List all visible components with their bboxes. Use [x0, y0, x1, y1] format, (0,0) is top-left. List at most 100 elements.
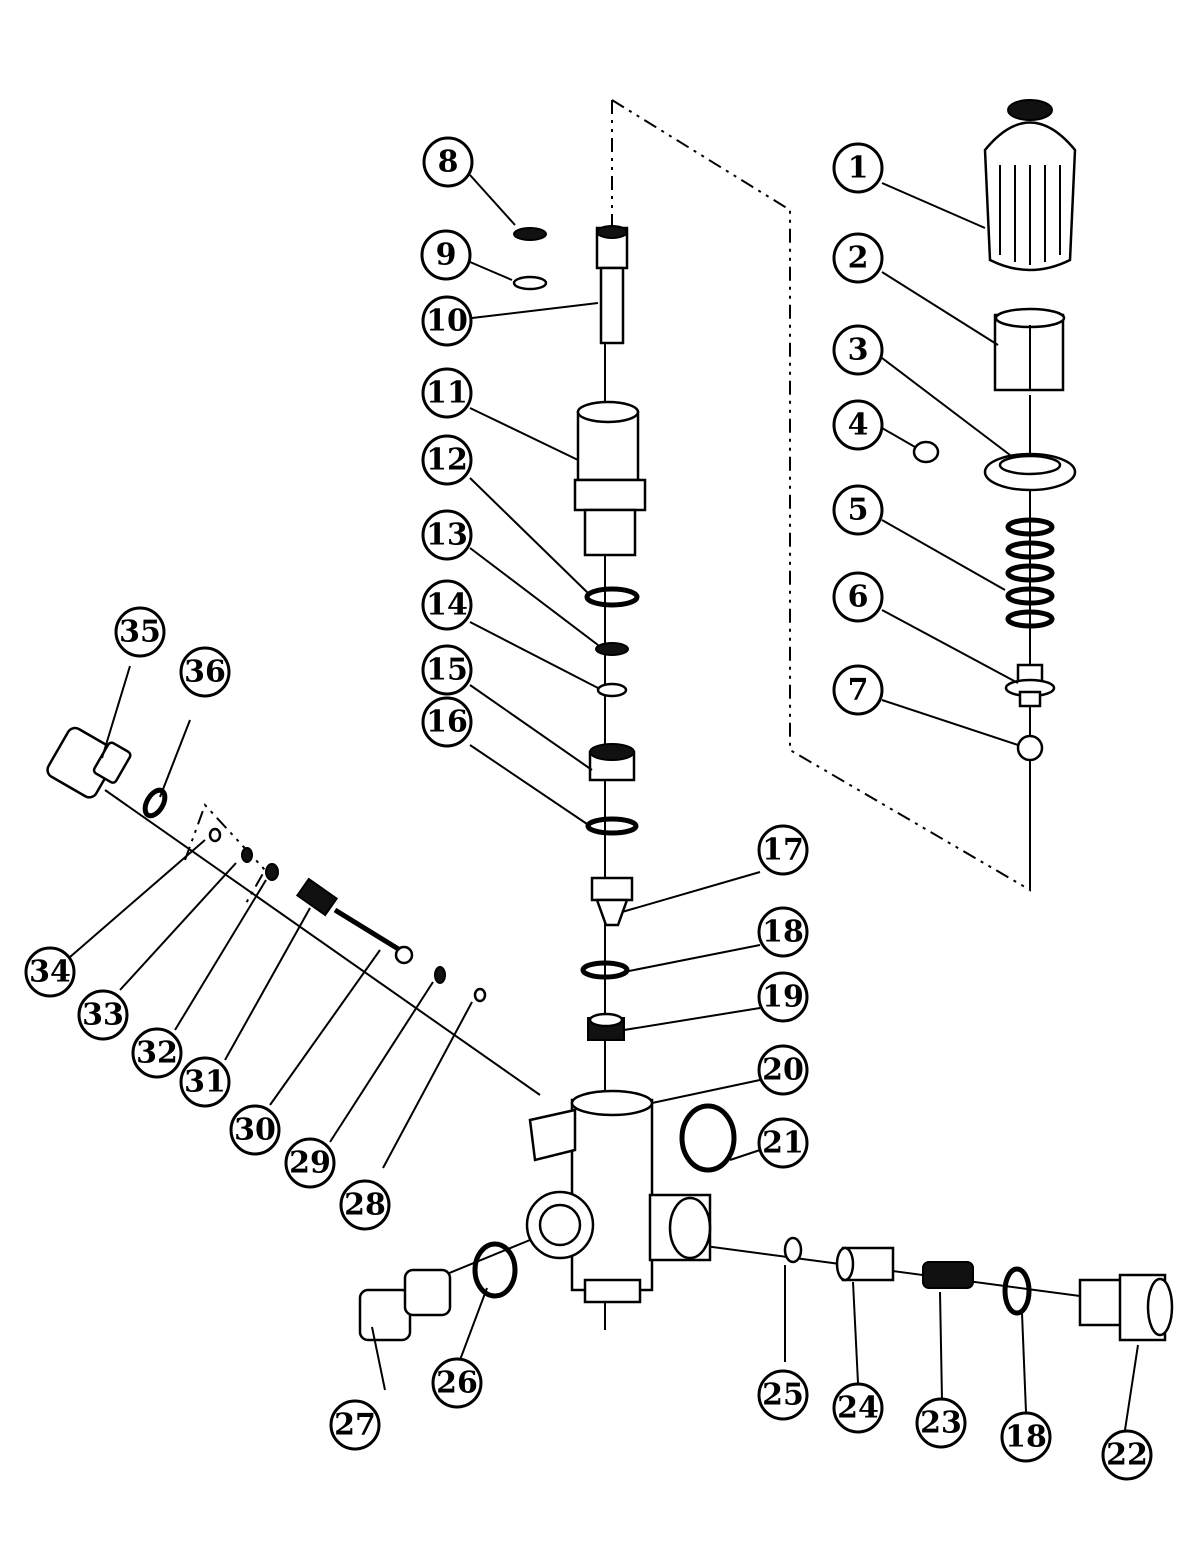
- part-20-valve-body: [525, 1089, 712, 1304]
- svg-text:2: 2: [848, 241, 869, 276]
- svg-text:15: 15: [426, 653, 468, 688]
- svg-text:16: 16: [426, 705, 468, 740]
- callout-10: 10: [421, 295, 473, 347]
- svg-text:4: 4: [848, 408, 869, 443]
- part-17-valve: [590, 876, 634, 927]
- part-25-washer: [783, 1236, 803, 1264]
- part-26-o-ring: [472, 1241, 518, 1299]
- svg-text:28: 28: [344, 1188, 386, 1223]
- callout-33: 33: [77, 989, 129, 1041]
- callout-25: 25: [757, 1369, 809, 1421]
- svg-text:12: 12: [426, 443, 468, 478]
- part-12-o-ring: [584, 586, 640, 608]
- part-33-seal: [241, 847, 253, 863]
- leader-lines: [69, 174, 1139, 1431]
- part-8-o-ring: [513, 227, 547, 241]
- callout-22: 22: [1101, 1429, 1153, 1481]
- part-9-washer: [512, 275, 548, 291]
- svg-text:8: 8: [438, 145, 459, 180]
- callout-2: 2: [832, 232, 884, 284]
- svg-text:11: 11: [426, 376, 468, 411]
- part-14-washer: [596, 682, 628, 698]
- callout-32: 32: [131, 1027, 183, 1079]
- part-35-fitting: [46, 726, 132, 799]
- callout-1: 1: [832, 142, 884, 194]
- svg-text:14: 14: [426, 588, 468, 623]
- svg-text:1: 1: [848, 151, 869, 186]
- callout-18-bottom: 18: [1000, 1411, 1052, 1463]
- callout-16: 16: [421, 696, 473, 748]
- part-18b-o-ring: [1002, 1266, 1032, 1316]
- svg-text:26: 26: [436, 1366, 478, 1401]
- svg-text:35: 35: [119, 615, 161, 650]
- svg-text:20: 20: [762, 1053, 804, 1088]
- callout-31: 31: [179, 1056, 231, 1108]
- callout-7: 7: [832, 664, 884, 716]
- callout-11: 11: [421, 367, 473, 419]
- callout-28: 28: [339, 1179, 391, 1231]
- svg-text:23: 23: [920, 1406, 962, 1441]
- part-16-o-ring: [585, 816, 639, 836]
- part-23-spring: [922, 1261, 974, 1289]
- part-36-o-ring: [142, 787, 168, 819]
- part-30-pin: [333, 907, 414, 965]
- svg-text:6: 6: [848, 580, 869, 615]
- callout-8: 8: [422, 136, 474, 188]
- callout-5: 5: [832, 484, 884, 536]
- part-5-spring: [1005, 517, 1055, 629]
- callout-6: 6: [832, 571, 884, 623]
- svg-text:24: 24: [837, 1391, 879, 1426]
- callout-30: 30: [229, 1104, 281, 1156]
- svg-text:7: 7: [848, 673, 869, 708]
- svg-text:5: 5: [848, 493, 869, 528]
- callout-20: 20: [757, 1044, 809, 1096]
- svg-text:30: 30: [234, 1113, 276, 1148]
- part-29-seal: [434, 966, 446, 984]
- callout-27: 27: [329, 1399, 381, 1451]
- svg-text:22: 22: [1106, 1438, 1148, 1473]
- svg-text:9: 9: [436, 238, 457, 273]
- callout-18-top: 18: [757, 906, 809, 958]
- svg-text:33: 33: [82, 998, 124, 1033]
- part-11-housing: [573, 400, 647, 557]
- part-2-hex-nut: [993, 307, 1066, 392]
- svg-text:21: 21: [762, 1126, 804, 1161]
- svg-text:34: 34: [29, 955, 71, 990]
- svg-text:29: 29: [289, 1146, 331, 1181]
- callout-34: 34: [24, 946, 76, 998]
- part-31-spring: [295, 877, 339, 917]
- part-7-ball: [1016, 734, 1044, 762]
- svg-text:18: 18: [762, 915, 804, 950]
- callout-3: 3: [832, 324, 884, 376]
- callout-29: 29: [284, 1137, 336, 1189]
- svg-text:17: 17: [762, 833, 804, 868]
- callout-26: 26: [431, 1357, 483, 1409]
- callout-35: 35: [114, 606, 166, 658]
- part-22-fitting: [1078, 1273, 1174, 1342]
- part-10-stem: [595, 225, 629, 345]
- svg-text:27: 27: [334, 1408, 376, 1443]
- part-18-o-ring: [580, 960, 630, 980]
- callout-36: 36: [179, 646, 231, 698]
- axis-left-dash: [184, 803, 267, 906]
- svg-text:3: 3: [848, 333, 869, 368]
- svg-text:31: 31: [184, 1065, 226, 1100]
- callout-14: 14: [421, 579, 473, 631]
- svg-text:13: 13: [426, 518, 468, 553]
- svg-text:18: 18: [1005, 1420, 1047, 1455]
- callouts: 1 2 3 4 5 6 7 8 9 10 11 12 13 14 15 16 1…: [24, 136, 1153, 1481]
- part-32-seal: [265, 863, 279, 881]
- part-34-washer: [208, 827, 222, 843]
- part-1-cap: [983, 99, 1077, 272]
- part-19-seat: [587, 1012, 625, 1041]
- callout-24: 24: [832, 1382, 884, 1434]
- part-21-o-ring: [679, 1103, 737, 1173]
- svg-text:25: 25: [762, 1378, 804, 1413]
- axis-dash-link: [611, 99, 1031, 892]
- callout-12: 12: [421, 434, 473, 486]
- svg-text:19: 19: [762, 980, 804, 1015]
- part-4-plug: [912, 440, 940, 464]
- part-13-backup-ring: [595, 642, 629, 656]
